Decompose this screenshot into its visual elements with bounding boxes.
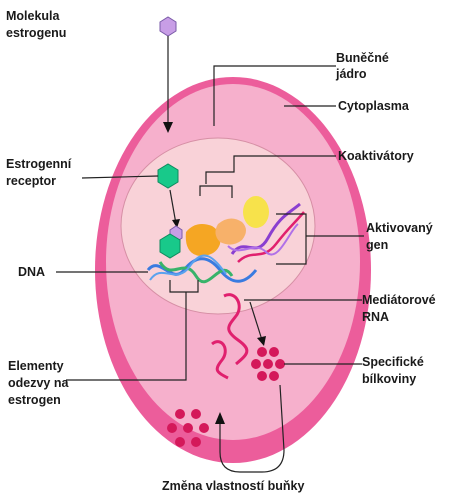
label-nucleus: Buněčné jádro [335, 51, 389, 81]
estrogen-molecule-icon [160, 17, 176, 36]
svg-text:Aktivovaný: Aktivovaný [366, 221, 433, 235]
svg-text:bílkoviny: bílkoviny [362, 372, 416, 386]
svg-text:gen: gen [366, 238, 388, 252]
svg-text:jádro: jádro [335, 67, 367, 81]
svg-text:odezvy na: odezvy na [8, 376, 69, 390]
svg-text:Elementy: Elementy [8, 359, 64, 373]
svg-text:estrogenu: estrogenu [6, 26, 66, 40]
coactivator-yellow-shape [243, 196, 269, 228]
svg-text:Specifické: Specifické [362, 355, 424, 369]
label-activated-gene: Aktivovaný gen [366, 221, 433, 252]
label-response-elements: Elementy odezvy na estrogen [8, 359, 69, 407]
label-cytoplasm: Cytoplasma [338, 99, 410, 113]
label-specific-proteins: Specifické bílkoviny [362, 355, 424, 386]
svg-text:receptor: receptor [6, 174, 56, 188]
svg-text:Buněčné: Buněčné [336, 51, 389, 65]
svg-text:RNA: RNA [362, 310, 389, 324]
coactivator-orange-shape [186, 224, 221, 256]
label-estrogen-molecule: Molekula estrogenu [6, 9, 66, 40]
label-mediator-rna: Mediátorové RNA [362, 293, 436, 324]
label-receptor: Estrogenní receptor [6, 157, 72, 188]
label-coactivators: Koaktivátory [338, 149, 414, 163]
svg-text:Mediátorové: Mediátorové [362, 293, 436, 307]
label-dna: DNA [18, 265, 45, 279]
label-caption: Změna vlastností buňky [162, 479, 304, 493]
svg-text:Molekula: Molekula [6, 9, 61, 23]
svg-text:Estrogenní: Estrogenní [6, 157, 72, 171]
svg-text:estrogen: estrogen [8, 393, 61, 407]
